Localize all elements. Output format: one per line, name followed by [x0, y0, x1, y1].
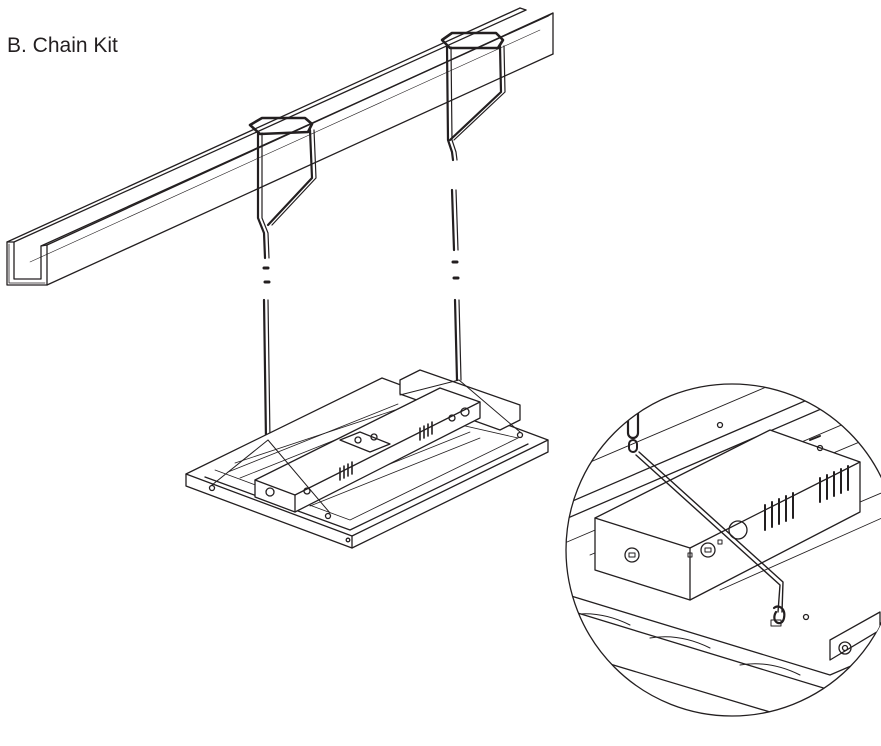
hanging-chains	[248, 31, 506, 442]
strut-channel-beam	[6, 7, 554, 286]
hook-detail-callout	[565, 383, 881, 717]
diagram-title: B. Chain Kit	[7, 34, 118, 57]
chain-break-marks	[262, 260, 460, 284]
high-bay-fixture	[185, 369, 549, 549]
